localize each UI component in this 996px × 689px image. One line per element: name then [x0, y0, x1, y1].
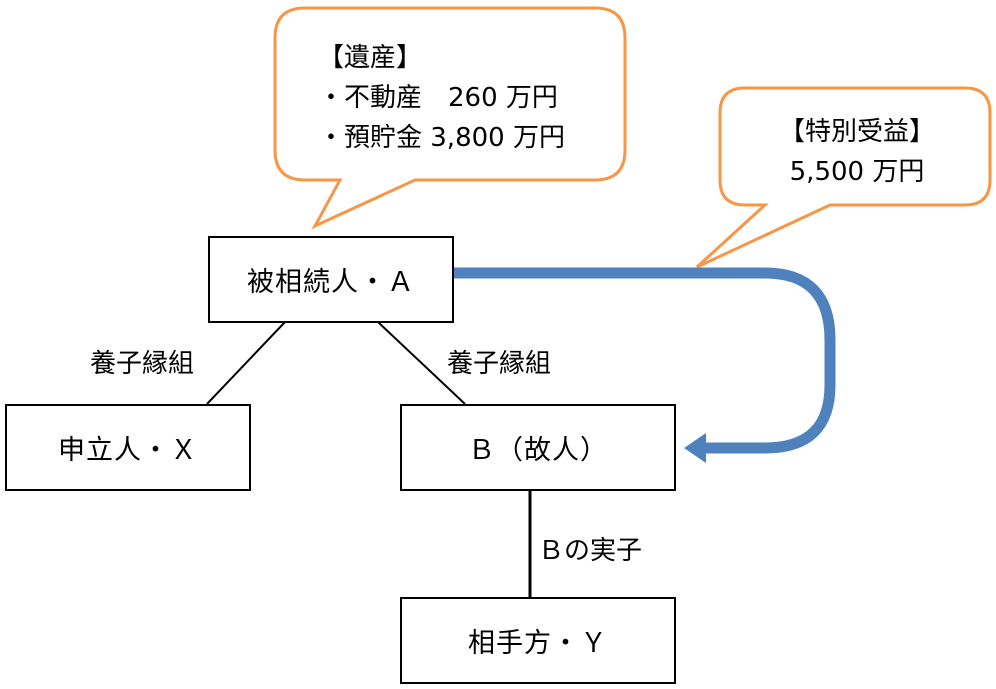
- estate-item-real-estate: ・不動産 260 万円: [318, 83, 558, 113]
- benefit-callout-bubble: [695, 86, 992, 269]
- node-b-deceased: Ｂ（故人）: [400, 404, 676, 491]
- estate-callout-bubble: [273, 6, 627, 230]
- relation-adoption-left: 養子縁組: [90, 349, 195, 379]
- benefit-title: 【特別受益】: [778, 117, 935, 147]
- estate-title: 【遺産】: [318, 43, 423, 73]
- adoption-line-right: [377, 321, 466, 405]
- estate-item-savings: ・預貯金 3,800 万円: [318, 123, 565, 153]
- node-respondent-y: 相手方・Ｙ: [400, 597, 676, 684]
- node-respondent-label: 相手方・Ｙ: [468, 628, 608, 659]
- benefit-arrow: [453, 267, 836, 454]
- node-decedent-label: 被相続人・Ａ: [247, 267, 415, 298]
- relation-adoption-right: 養子縁組: [447, 349, 552, 379]
- benefit-amount: 5,500 万円: [789, 157, 925, 187]
- adoption-line-left: [206, 321, 286, 405]
- estate-callout: 【遺産】 ・不動産 260 万円 ・預貯金 3,800 万円: [318, 38, 565, 158]
- benefit-arrow-head-icon: [684, 433, 706, 463]
- benefit-callout: 【特別受益】 5,500 万円: [762, 112, 952, 192]
- node-b-label: Ｂ（故人）: [468, 435, 608, 466]
- node-decedent-a: 被相続人・Ａ: [208, 236, 454, 323]
- relation-b-child: Ｂの実子: [538, 536, 643, 566]
- node-applicant-x: 申立人・Ｘ: [5, 404, 251, 491]
- node-applicant-label: 申立人・Ｘ: [58, 435, 198, 466]
